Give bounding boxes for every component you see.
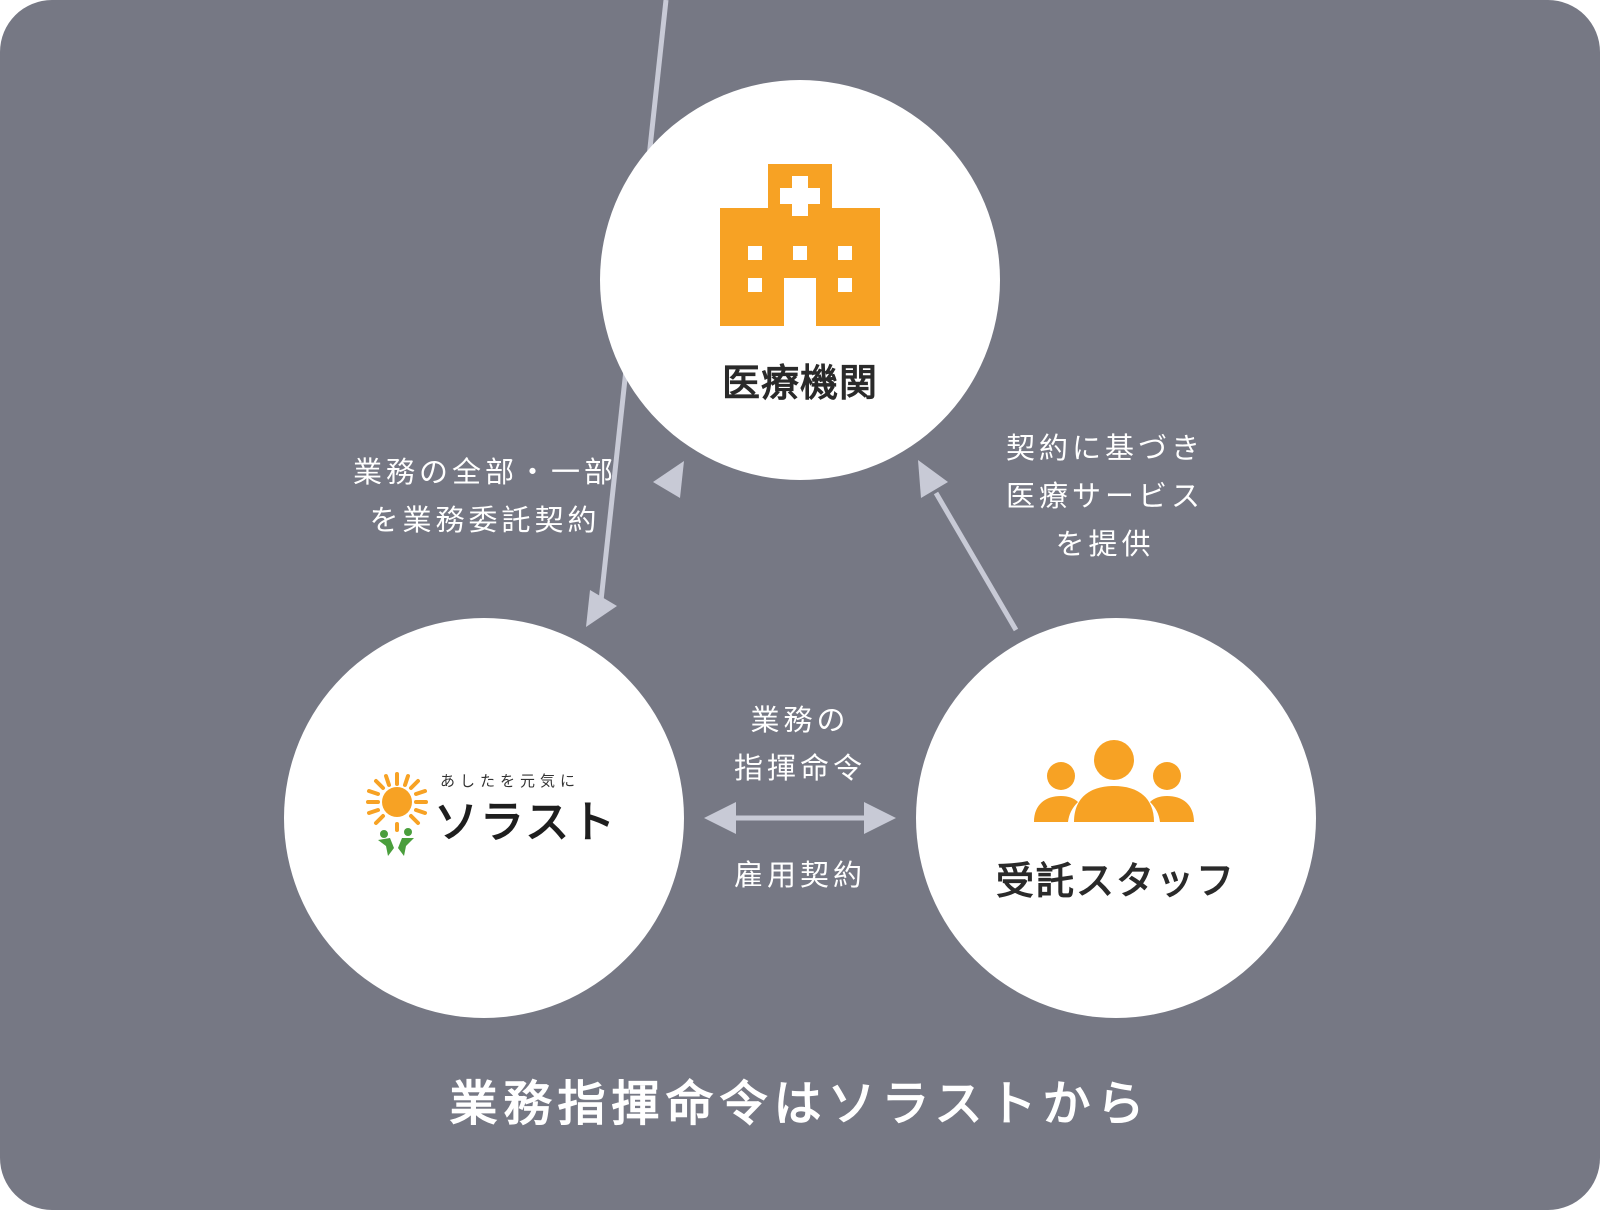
caption-outsourcing-contract: 業務の全部・一部 を業務委託契約 bbox=[340, 448, 630, 544]
staff-label: 受託スタッフ bbox=[995, 859, 1236, 903]
outsourcing-arrowhead-down bbox=[586, 590, 617, 627]
caption-line: 指揮命令 bbox=[733, 751, 866, 785]
caption-service-provision: 契約に基づき 医療サービス を提供 bbox=[990, 424, 1220, 568]
logo-wordmark: ソラスト bbox=[434, 797, 618, 848]
employment-arrowhead-left bbox=[704, 802, 736, 834]
node-hospital: 医療機関 bbox=[600, 80, 1000, 480]
caption-line: 医療サービス bbox=[1005, 479, 1204, 513]
node-staff: 受託スタッフ bbox=[916, 618, 1316, 1018]
service-arrowhead-up bbox=[918, 460, 948, 498]
caption-employment-contract: 雇用契約 bbox=[700, 851, 900, 899]
hospital-label: 医療機関 bbox=[721, 361, 878, 405]
caption-line: 契約に基づき bbox=[1005, 431, 1204, 465]
caption-work-command: 業務の 指揮命令 bbox=[700, 696, 900, 792]
people-group-icon bbox=[1034, 740, 1194, 822]
logo-tagline: あしたを元気に bbox=[440, 772, 581, 790]
caption-line: を提供 bbox=[1055, 527, 1155, 561]
node-solast: あしたを元気に ソラスト bbox=[284, 618, 684, 1018]
sun-logo-icon bbox=[366, 772, 428, 856]
outsourcing-arrowhead-up bbox=[653, 461, 684, 498]
solast-logo: あしたを元気に ソラスト bbox=[364, 770, 618, 870]
caption-line: 雇用契約 bbox=[733, 858, 866, 892]
employment-arrowhead-right bbox=[864, 802, 896, 834]
footer-summary: 業務指揮命令はソラストから bbox=[449, 1076, 1151, 1132]
caption-line: 業務の bbox=[750, 703, 850, 737]
caption-line: を業務委託契約 bbox=[369, 503, 601, 537]
caption-line: 業務の全部・一部 bbox=[352, 455, 617, 489]
service-arrow-line bbox=[933, 491, 1019, 632]
hospital-building-icon bbox=[720, 164, 880, 326]
